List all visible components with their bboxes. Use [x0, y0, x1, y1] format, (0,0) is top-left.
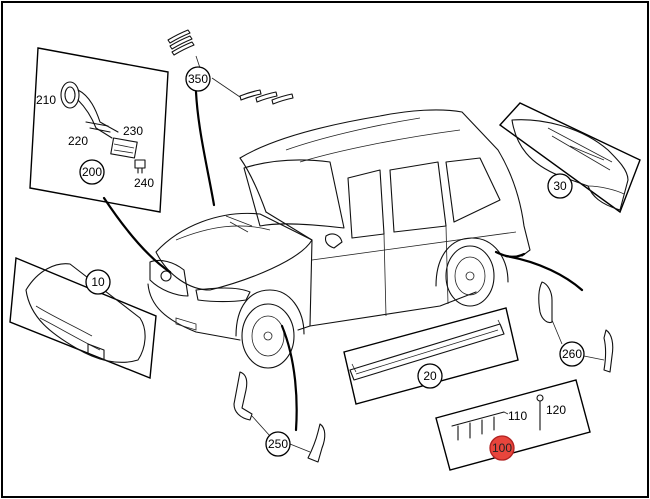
panel-harness: 210 220 230 240 200: [29, 47, 169, 213]
leader-350: [194, 90, 216, 207]
panel-rear-bumper: 30: [498, 102, 641, 214]
leader-200: [102, 196, 172, 274]
label-210: 210: [36, 93, 56, 107]
callout-350[interactable]: 350: [185, 66, 211, 92]
callout-20[interactable]: 20: [417, 363, 443, 389]
label-220: 220: [68, 134, 88, 148]
part-230-module-drawing: [110, 137, 138, 159]
callout-10-number: 10: [91, 275, 105, 289]
part-210-sensor-drawing: [60, 81, 119, 139]
leader-250: [280, 324, 298, 432]
part-240-relay-drawing: [134, 159, 146, 174]
part-250-mudflaps: 250: [233, 324, 326, 463]
mudflap-260b-drawing: [603, 329, 614, 373]
leader-260: [504, 254, 584, 292]
part-220-wire-drawing: [85, 121, 111, 133]
part-30-rear-bumper-drawing: [511, 119, 629, 211]
callout-350-number: 350: [188, 72, 208, 86]
callout-250-number: 250: [268, 437, 288, 451]
panel-running-board: 20: [343, 307, 519, 405]
panel-mounting-kit: 110 120 100: [435, 379, 591, 471]
mudflap-250b-drawing: [307, 423, 326, 463]
part-120-screw-drawing: [536, 394, 544, 431]
mudflap-260a-drawing: [538, 281, 553, 324]
vehicle-drawing: [147, 109, 531, 369]
mudflap-250a-drawing: [233, 371, 253, 421]
label-240: 240: [134, 176, 154, 190]
callout-260[interactable]: 260: [559, 341, 585, 367]
trim-strips-top-drawing: [167, 29, 195, 56]
label-110: 110: [508, 409, 527, 423]
callout-20-number: 20: [423, 369, 437, 383]
callout-30[interactable]: 30: [547, 173, 573, 199]
callout-200-number: 200: [82, 165, 102, 179]
callout-260-number: 260: [562, 347, 582, 361]
part-350-trims: 350: [167, 29, 294, 207]
trim-strips-bottom-drawing: [239, 89, 294, 105]
callout-10[interactable]: 10: [85, 269, 111, 295]
callout-200[interactable]: 200: [79, 159, 105, 185]
part-10-front-bumper-drawing: [25, 263, 146, 363]
panel-front-bumper: 10: [9, 256, 157, 379]
label-230: 230: [123, 124, 143, 138]
part-110-clips-drawing: [451, 411, 509, 441]
callout-30-number: 30: [553, 179, 567, 193]
part-20-running-board-drawing: [349, 319, 505, 381]
callout-250[interactable]: 250: [265, 431, 291, 457]
part-260-mudflaps: 260: [538, 281, 614, 373]
callout-100-number: 100: [492, 441, 512, 455]
callout-100[interactable]: 100: [489, 435, 515, 461]
label-120: 120: [546, 403, 566, 417]
